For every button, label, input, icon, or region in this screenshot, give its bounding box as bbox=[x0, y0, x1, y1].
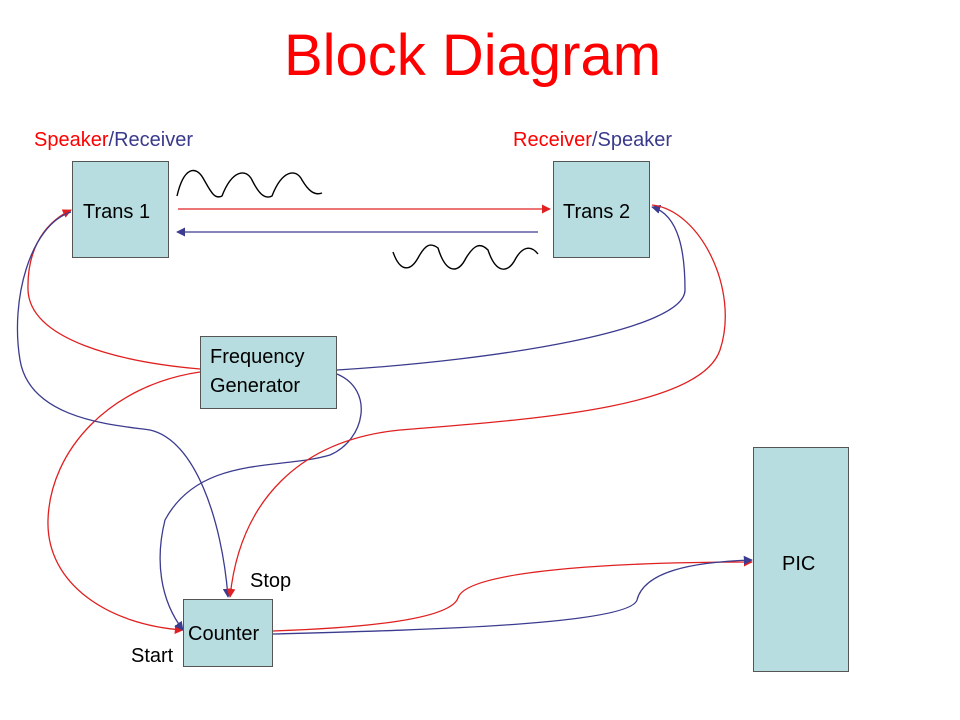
left-role-label: Speaker/Receiver bbox=[34, 129, 193, 152]
start-label: Start bbox=[131, 645, 174, 667]
right-role-receiver: Receiver bbox=[513, 129, 592, 151]
right-role-label: Receiver/Speaker bbox=[513, 129, 672, 152]
pic-label: PIC bbox=[782, 553, 816, 575]
counter-label: Counter bbox=[188, 623, 260, 645]
wire-counter-to-pic-red bbox=[272, 557, 753, 632]
pic-block: PIC bbox=[753, 447, 849, 672]
right-role-speaker: Speaker bbox=[597, 129, 672, 151]
stop-label: Stop bbox=[250, 570, 292, 592]
trans1-label: Trans 1 bbox=[83, 201, 151, 223]
counter-block: Counter bbox=[183, 599, 273, 667]
wire-counter-to-pic-blue bbox=[272, 555, 753, 635]
right-role-separator: / bbox=[591, 129, 598, 151]
wave-bottom bbox=[392, 244, 539, 270]
left-role-receiver: Receiver bbox=[114, 129, 193, 151]
trans2-label: Trans 2 bbox=[563, 201, 631, 223]
wave-top bbox=[176, 169, 323, 198]
wire-freq-to-trans2 bbox=[336, 204, 686, 371]
page-title: Block Diagram bbox=[283, 23, 662, 88]
freq-label-line2: Generator bbox=[210, 375, 301, 397]
left-role-separator: / bbox=[108, 129, 115, 151]
left-role-speaker: Speaker bbox=[34, 129, 109, 151]
wire-freq-to-counter-stop bbox=[159, 373, 362, 631]
wire-trans1-to-counter-stop bbox=[16, 211, 232, 598]
trans1-block: Trans 1 bbox=[72, 161, 169, 258]
wire-freq-to-counter-start bbox=[47, 371, 201, 634]
wire-trans2-to-counter-stop bbox=[226, 204, 726, 598]
frequency-generator-block: Frequency Generator bbox=[200, 336, 337, 409]
freq-label-line1: Frequency bbox=[210, 346, 305, 368]
trans2-block: Trans 2 bbox=[553, 161, 650, 258]
